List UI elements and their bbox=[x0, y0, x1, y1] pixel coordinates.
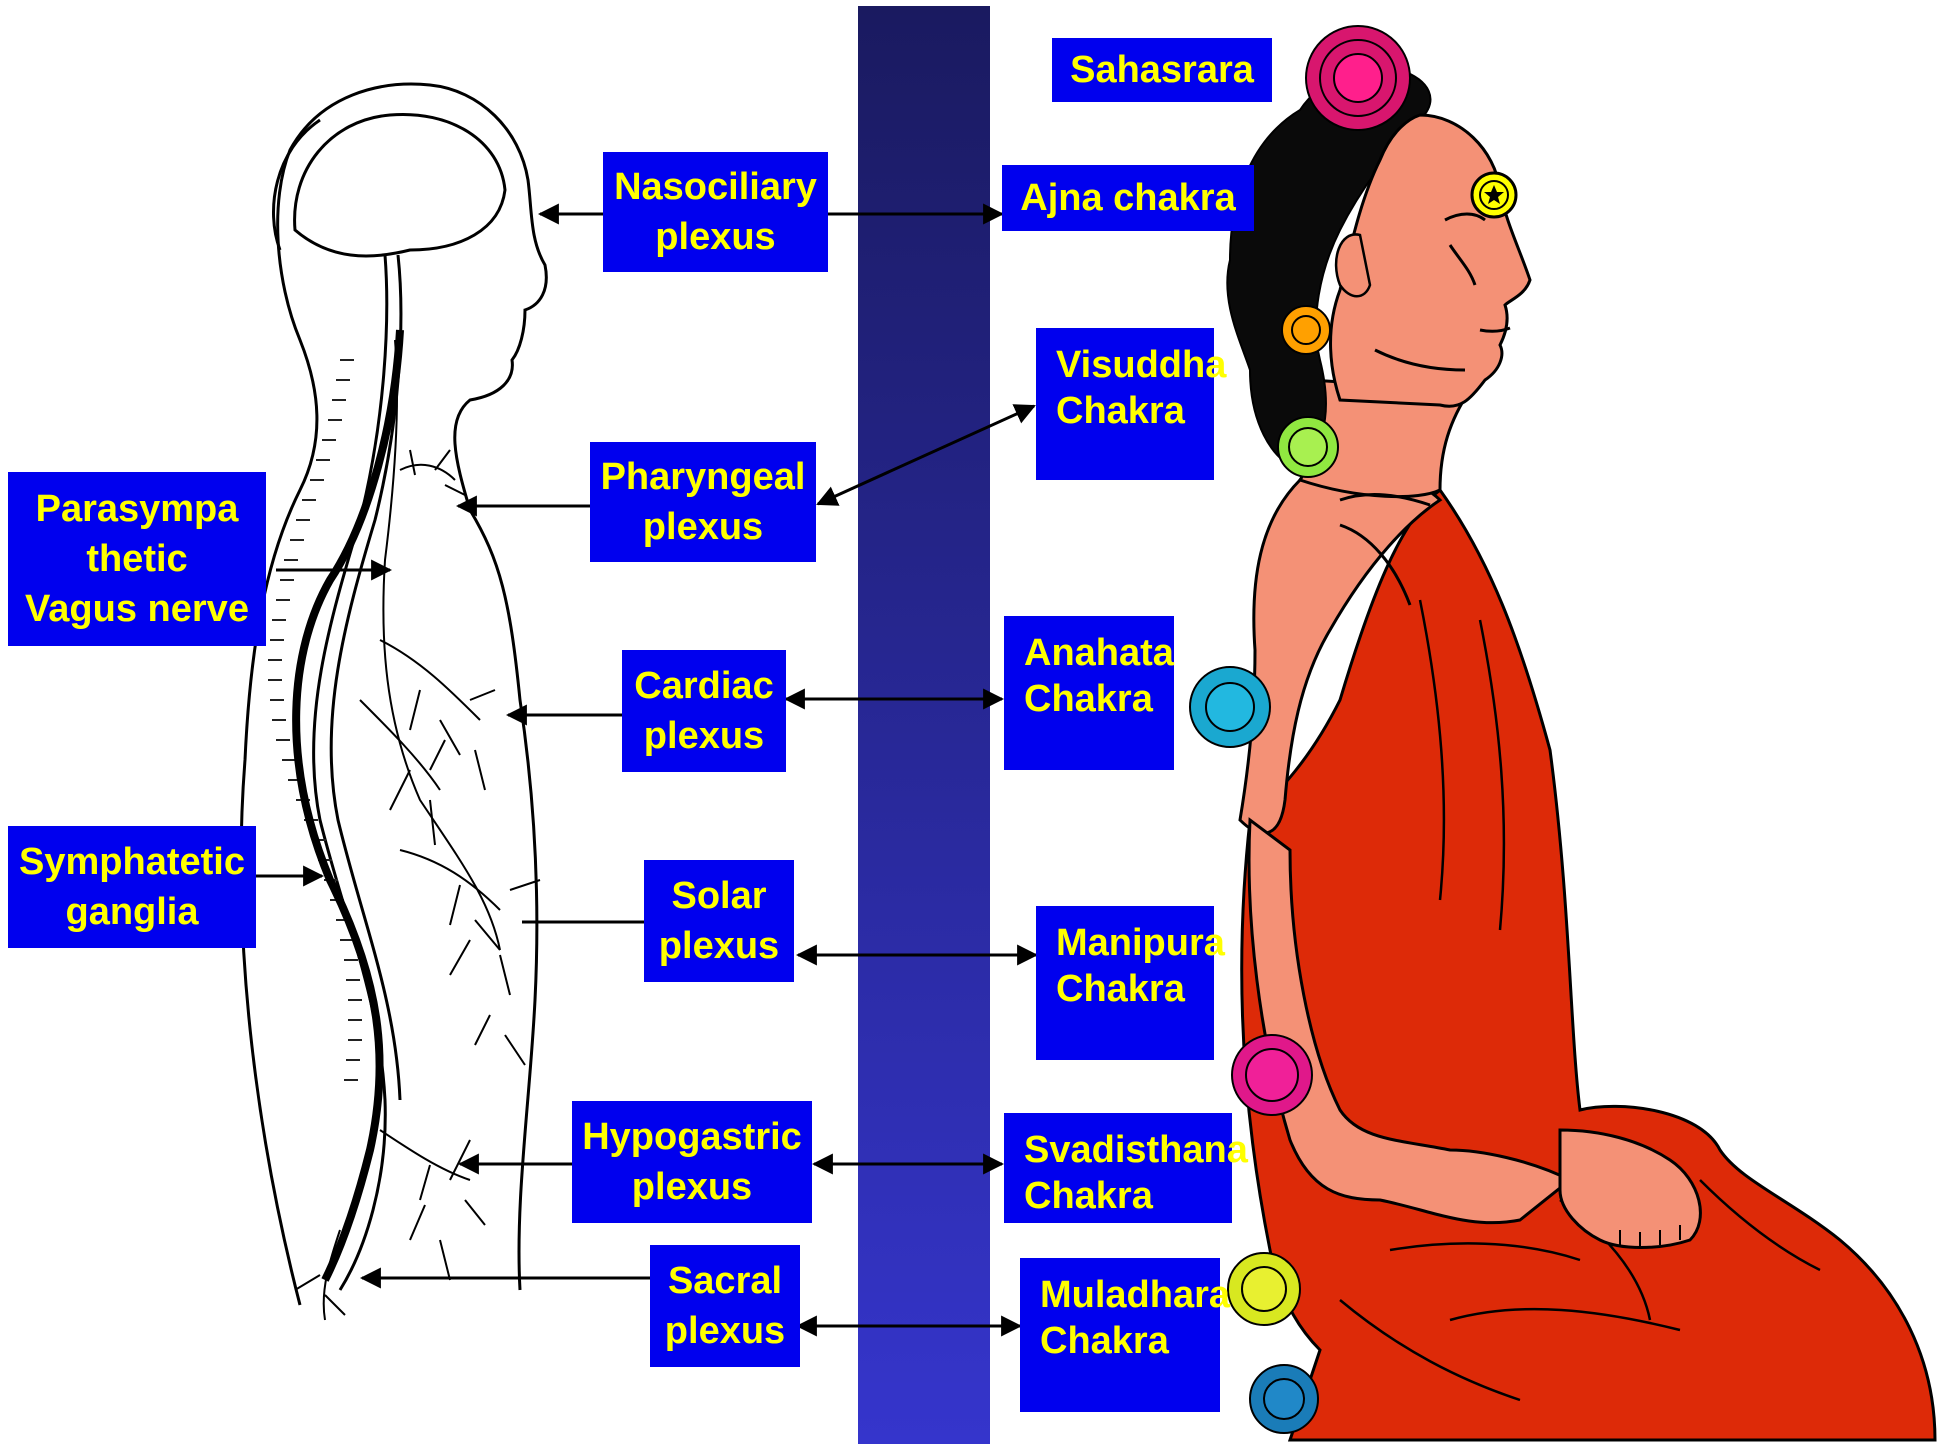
label-line: Chakra bbox=[1056, 966, 1185, 1012]
manipura-chakra-label: Manipura Chakra bbox=[1036, 906, 1214, 1060]
label-line: Solar bbox=[671, 871, 766, 921]
hypogastric-plexus-label: Hypogastric plexus bbox=[572, 1101, 812, 1223]
nasociliary-plexus-label: Nasociliary plexus bbox=[603, 152, 828, 272]
robe bbox=[1242, 490, 1935, 1440]
label-line: Anahata bbox=[1024, 630, 1174, 676]
label-line: plexus bbox=[659, 921, 779, 971]
label-line: Ajna chakra bbox=[1020, 173, 1235, 223]
sympathetic-ganglia-label: Symphatetic ganglia bbox=[8, 826, 256, 948]
label-line: Symphatetic bbox=[19, 837, 245, 887]
manipura-lotus-icon bbox=[1232, 1035, 1312, 1115]
cardiac-plexus-label: Cardiac plexus bbox=[622, 650, 786, 772]
sahasrara-lotus-icon bbox=[1306, 26, 1410, 130]
anahata-chakra-label: Anahata Chakra bbox=[1004, 616, 1174, 770]
label-line: plexus bbox=[665, 1306, 785, 1356]
label-line: Muladhara bbox=[1040, 1272, 1230, 1318]
label-line: Sahasrara bbox=[1070, 45, 1254, 95]
ajna-chakra-label: Ajna chakra bbox=[1002, 165, 1254, 231]
label-line: Pharyngeal bbox=[601, 452, 806, 502]
visuddha-chakra-label: Visuddha Chakra bbox=[1036, 328, 1214, 480]
label-line: Manipura bbox=[1056, 920, 1225, 966]
label-line: Sacral bbox=[668, 1256, 782, 1306]
svadisthana-sacral-small-icon bbox=[1282, 306, 1330, 354]
sahasrara-label: Sahasrara bbox=[1052, 38, 1272, 102]
label-line: Parasympa bbox=[36, 484, 239, 534]
visuddha-lotus-icon bbox=[1278, 417, 1338, 477]
label-line: Svadisthana bbox=[1024, 1127, 1248, 1173]
label-line: ganglia bbox=[65, 887, 198, 937]
label-line: Chakra bbox=[1024, 1173, 1153, 1219]
anahata-lotus-icon bbox=[1190, 667, 1270, 747]
label-line: Visuddha bbox=[1056, 342, 1226, 388]
label-line: Chakra bbox=[1024, 676, 1153, 722]
muladhara-chakra-label: Muladhara Chakra bbox=[1020, 1258, 1220, 1412]
label-line: Hypogastric bbox=[582, 1112, 802, 1162]
label-line: Chakra bbox=[1040, 1318, 1169, 1364]
sacral-plexus-label: Sacral plexus bbox=[650, 1245, 800, 1367]
label-line: Nasociliary bbox=[614, 162, 817, 212]
label-line: Cardiac bbox=[634, 661, 773, 711]
human-body-outline bbox=[241, 84, 546, 1305]
ajna-star-icon bbox=[1472, 173, 1516, 217]
vagus-nerve-label: Parasympa thetic Vagus nerve bbox=[8, 472, 266, 646]
svadisthana-chakra-label: Svadisthana Chakra bbox=[1004, 1113, 1232, 1223]
label-line: plexus bbox=[632, 1162, 752, 1212]
svadisthana-lotus-icon bbox=[1228, 1253, 1300, 1325]
solar-plexus-label: Solar plexus bbox=[644, 860, 794, 982]
pharyngeal-plexus-label: Pharyngeal plexus bbox=[590, 442, 816, 562]
muladhara-lotus-icon bbox=[1250, 1365, 1318, 1433]
label-line: Chakra bbox=[1056, 388, 1185, 434]
central-column bbox=[858, 6, 990, 1444]
label-line: plexus bbox=[643, 502, 763, 552]
label-line: Vagus nerve bbox=[25, 584, 249, 634]
label-line: plexus bbox=[644, 711, 764, 761]
label-line: plexus bbox=[655, 212, 775, 262]
label-line: thetic bbox=[86, 534, 187, 584]
